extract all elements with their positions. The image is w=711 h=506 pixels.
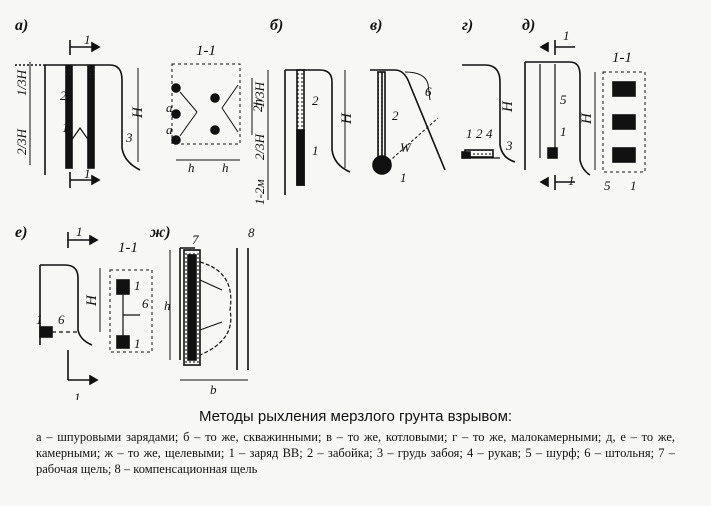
marker-1a-bottom: 1 [84,166,91,181]
marker-1d-top: 1 [563,28,570,43]
marker-1a-top: 1 [84,32,91,47]
marker-1e-sec-bottom: 1 [134,336,141,351]
dim-H-a: Н [130,106,146,119]
dim-h-zh: h [164,298,171,313]
labels: а) б) в) г) д) е) ж) 1-1 1-1 1-1 1/3Н 2/… [14,17,637,400]
marker-1a: 1 [62,120,69,135]
panel-label-e: е) [15,224,27,241]
dim-a-2: а [166,122,173,137]
panel-d [524,40,646,190]
panel-label-g: г) [462,17,473,34]
dim-two-third-a: 2/3Н [14,128,29,155]
dim-one-third-a: 1/3Н [14,69,29,96]
explosion-methods-figure: а) б) в) г) д) е) ж) 1-1 1-1 1-1 1/3Н 2/… [14,17,646,400]
dim-h-2: h [222,160,229,175]
marker-6v: 6 [425,84,432,99]
marker-1e-bottom: 1 [74,390,81,400]
marker-1g: 1 [466,126,473,141]
caption-body: а – шпуровыми зарядами; б – то же, скваж… [36,430,675,476]
dim-h-1: h [188,160,195,175]
marker-7: 7 [192,232,199,247]
marker-1e-sec-top: 1 [134,278,141,293]
dim-W: W [400,140,412,155]
marker-1d-sec: 1 [630,178,637,193]
section-label-d: 1-1 [612,50,632,66]
marker-1v: 1 [400,170,407,185]
panel-b [267,69,351,200]
marker-1e: 1 [36,312,43,327]
dim-one-third-b: 1/3Н [252,81,267,108]
caption-title: Методы рыхления мерзлого грунта взрывом: [198,408,513,425]
panel-zh [169,247,249,381]
marker-3a: 3 [125,130,133,145]
panel-e [39,232,153,386]
section-label-a: 1-1 [196,43,216,59]
dim-b: b [210,382,217,397]
marker-4g: 4 [486,126,493,141]
marker-2a: 2 [60,88,67,103]
marker-6e-sec: 6 [142,296,149,311]
dim-H-e: Н [84,294,100,307]
marker-3g: 3 [505,138,513,153]
marker-2g: 2 [476,126,483,141]
marker-1e-top: 1 [76,224,83,239]
panel-label-d: д) [522,17,535,34]
panel-label-v: в) [370,17,382,34]
marker-1b: 1 [312,143,319,158]
dim-H-b: Н [339,112,355,125]
panel-a [15,40,253,188]
figure-caption: Методы рыхления мерзлого грунта взрывом:… [0,400,711,477]
panel-label-zh: ж) [149,224,171,241]
marker-6e: 6 [58,312,65,327]
panel-label-b: б) [270,17,283,34]
panel-g [461,64,516,163]
dim-H-d: Н [579,112,595,125]
marker-5d-sec: 5 [604,178,611,193]
marker-1d-bottom: 1 [568,173,575,188]
dim-1-2m: 1-2м [252,179,267,205]
panel-v [370,69,446,175]
marker-2v: 2 [392,108,399,123]
dim-two-third-b: 2/3Н [252,133,267,160]
panel-label-a: а) [15,17,28,34]
dim-H-g: Н [500,100,516,113]
marker-1d: 1 [560,124,567,139]
marker-8: 8 [248,225,255,240]
marker-5d: 5 [560,92,567,107]
marker-2b: 2 [312,93,319,108]
dim-a-1: а [166,100,173,115]
dim-2h: 2h [250,99,265,112]
section-label-e: 1-1 [118,240,138,256]
